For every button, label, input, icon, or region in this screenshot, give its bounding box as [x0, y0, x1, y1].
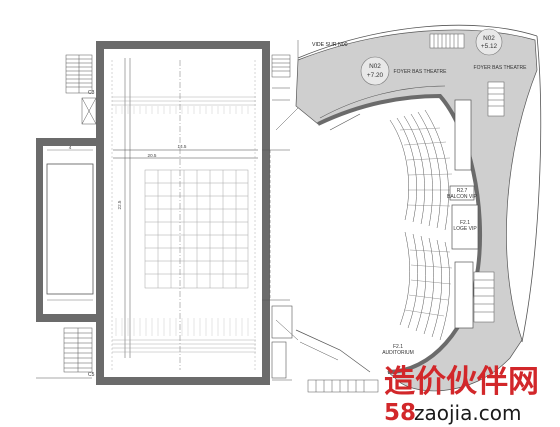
room-balcon-name: BALCON VIP — [447, 194, 478, 200]
rooms-bottom-right — [271, 305, 293, 381]
room-auditorium-name: AUDITORIUM — [382, 350, 414, 356]
side-stage-wall — [36, 138, 96, 322]
dim-side-small: 4 — [69, 145, 72, 150]
stair-cores-right — [429, 33, 505, 323]
stair-bottom-left — [36, 327, 93, 379]
level-marker-right: N02 +5.12 — [475, 28, 503, 56]
facade-curve — [297, 24, 542, 343]
stair-bottom-entry — [295, 329, 379, 393]
stage-house: 4 C3 C5 — [36, 41, 293, 385]
foyer-label-right: FOYER BAS THEATRE — [474, 65, 528, 71]
void-label: VIDE SUR N00 — [312, 42, 348, 48]
side-stage-recess — [46, 163, 94, 295]
level-marker-left: N02 +7.20 — [360, 56, 390, 86]
seat-ticks — [399, 127, 453, 317]
batten-hatch-bottom — [115, 318, 249, 336]
room-loge-name: LOGE VIP — [453, 226, 477, 232]
room-auditorium-code: F2.1 — [393, 344, 403, 350]
dim-stage-a: 14.5 — [178, 144, 187, 149]
dim-stage-height: 22.5 — [117, 200, 122, 209]
svg-text:+5.12: +5.12 — [481, 43, 498, 50]
fly-bars — [112, 96, 256, 353]
watermark: 造价伙伴网 58 zaojia.com — [384, 364, 539, 426]
stage-interior: 14.5 20.5 22.5 — [111, 58, 258, 370]
watermark-number: 58 — [384, 400, 416, 426]
svg-text:N02: N02 — [483, 35, 495, 42]
room-balcon-code: R2.7 — [457, 188, 468, 194]
foyer-label-left: FOYER BAS THEATRE — [394, 69, 448, 75]
batten-hatch-top — [115, 106, 249, 114]
stage-marker-c3: C3 — [88, 90, 95, 96]
proscenium — [262, 107, 299, 341]
auditorium: R2.7 BALCON VIP F2.1 LOGE VIP F2.1 AUDIT… — [295, 24, 542, 393]
auditorium-wall — [317, 93, 482, 374]
svg-text:+7.20: +7.20 — [367, 72, 384, 79]
stage-marker-c5: C5 — [88, 372, 95, 378]
seating-rows — [389, 109, 450, 341]
watermark-domain: zaojia.com — [414, 401, 521, 425]
svg-text:N02: N02 — [369, 63, 381, 70]
room-loge-code: F2.1 — [460, 220, 470, 226]
stage-floor-grid — [144, 169, 249, 289]
watermark-chinese: 造价伙伴网 — [384, 364, 539, 400]
dim-stage-b: 20.5 — [148, 153, 157, 158]
vip-rooms — [449, 99, 479, 329]
stair-top-left — [65, 54, 97, 125]
stair-top-right — [271, 54, 291, 101]
